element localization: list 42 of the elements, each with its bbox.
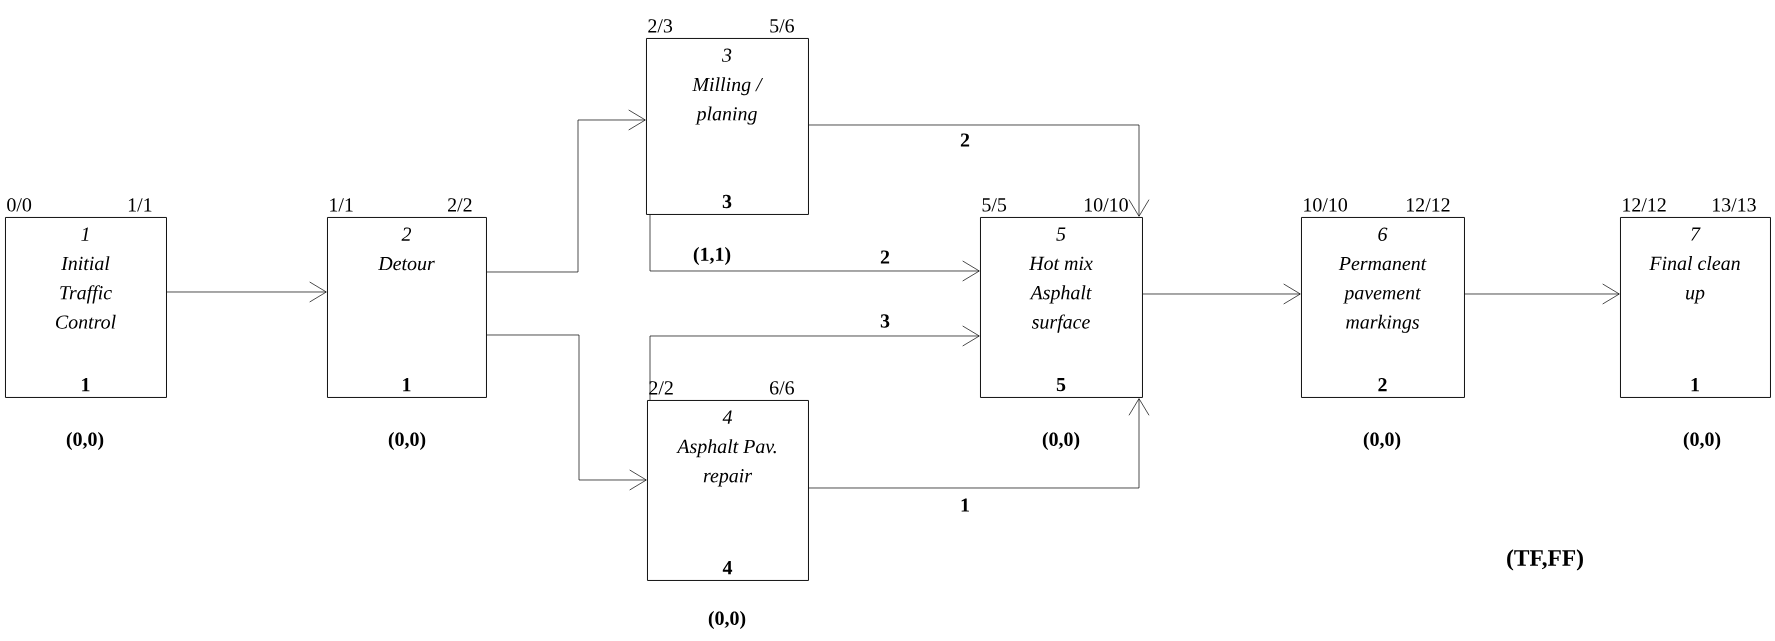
start-times: 1/1: [330, 198, 353, 212]
arrow: [486, 334, 647, 491]
lag-label: 2: [878, 249, 892, 265]
finish-times: 2/2: [448, 198, 472, 212]
float-label: (0,0): [1683, 431, 1721, 451]
activity-box: 4 Asphalt Pav. repair 4: [647, 400, 809, 581]
lag-label: 1: [958, 497, 972, 513]
arrow: [649, 325, 980, 401]
arrow: [166, 281, 327, 303]
legend-note: (TF,FF): [1507, 549, 1583, 571]
finish-times: 13/13: [1713, 198, 1756, 212]
float-label: (0,0): [708, 610, 746, 630]
activity-box: 6 Permanent pavement markings 2: [1301, 217, 1465, 398]
float-label: (0,0): [66, 431, 104, 451]
finish-times: 12/12: [1407, 198, 1450, 212]
start-times: 12/12: [1623, 198, 1666, 212]
float-label: (0,0): [1363, 431, 1401, 451]
arrow: [486, 109, 646, 273]
activity-box: 5 Hot mix Asphalt surface 5: [980, 217, 1143, 398]
lag-label: 3: [878, 313, 892, 329]
float-label: (0,0): [1042, 431, 1080, 451]
start-times: 5/5: [982, 198, 1007, 212]
start-times: 2/3: [648, 19, 673, 33]
arrow: [1142, 283, 1301, 305]
finish-times: 1/1: [128, 198, 152, 212]
arrow: [649, 214, 980, 282]
arrow: [808, 398, 1150, 489]
start-times: 0/0: [7, 198, 32, 212]
lag-label: 2: [958, 132, 972, 148]
float-label: (1,1): [693, 246, 731, 266]
activity-box: 7 Final clean up 1: [1620, 217, 1771, 398]
arrow: [808, 124, 1150, 217]
activity-box: 3 Milling / planing 3: [646, 38, 809, 215]
activity-box: 1 Initial Traffic Control 1: [5, 217, 167, 398]
finish-times: 6/6: [770, 381, 794, 395]
activity-box: 2 Detour 1: [327, 217, 487, 398]
start-times: 10/10: [1304, 198, 1348, 212]
float-label: (0,0): [388, 431, 426, 451]
start-times: 2/2: [649, 381, 673, 395]
finish-times: 5/6: [770, 19, 794, 33]
finish-times: 10/10: [1085, 198, 1128, 212]
arrow: [1464, 283, 1620, 305]
